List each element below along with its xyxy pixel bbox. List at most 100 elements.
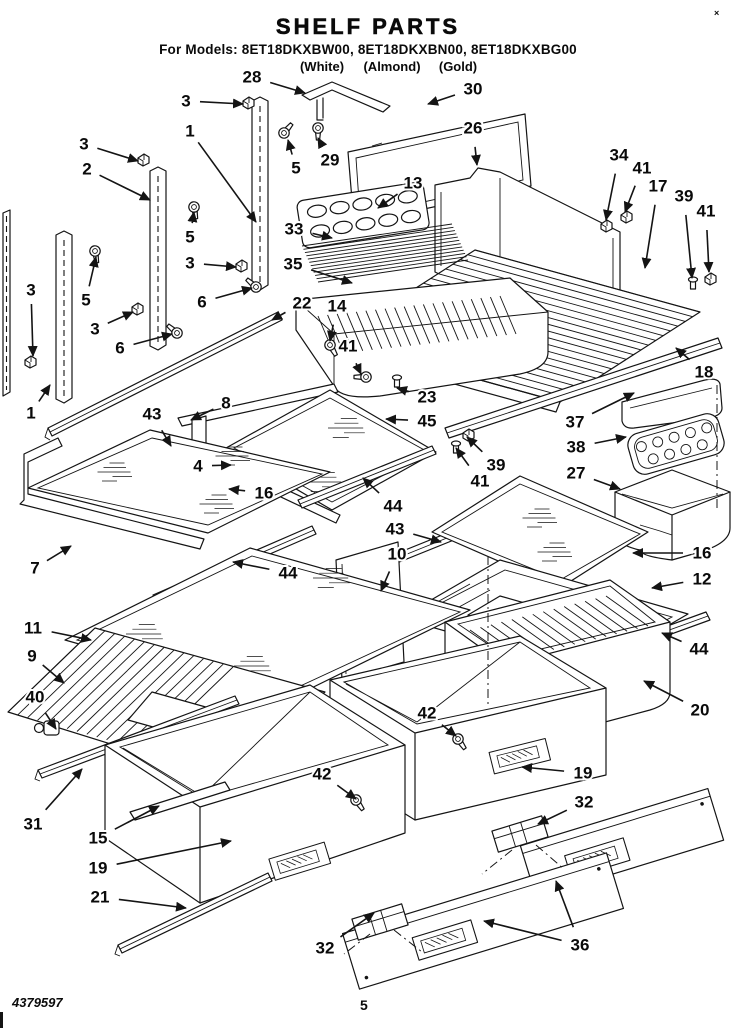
shelf-rail-edge xyxy=(2,209,11,397)
callout-21: 21 xyxy=(89,886,187,912)
svg-text:31: 31 xyxy=(24,815,43,834)
callout-34: 34 xyxy=(603,144,631,221)
doc-number: 4379597 xyxy=(12,995,63,1010)
svg-text:34: 34 xyxy=(610,146,629,165)
callout-6: 6 xyxy=(195,285,253,314)
glass-shelf-middle xyxy=(225,389,437,511)
callout-layer: 3132282953026133335344117394118536353612… xyxy=(22,66,718,960)
svg-text:4: 4 xyxy=(193,457,203,476)
callout-19: 19 xyxy=(87,838,232,880)
svg-text:39: 39 xyxy=(487,456,506,475)
svg-text:3: 3 xyxy=(181,92,190,111)
callout-3: 3 xyxy=(77,133,139,163)
callout-28: 28 xyxy=(241,66,306,95)
svg-text:13: 13 xyxy=(404,174,423,193)
shelf-frame-left xyxy=(19,437,205,550)
svg-text:3: 3 xyxy=(79,135,88,154)
callout-1: 1 xyxy=(183,120,257,223)
svg-text:10: 10 xyxy=(388,545,407,564)
shelf-rail-right xyxy=(251,96,269,291)
callout-14: 14 xyxy=(326,295,349,342)
callout-6: 6 xyxy=(113,331,173,360)
crisper-drawer-left xyxy=(104,684,406,904)
svg-text:44: 44 xyxy=(279,564,298,583)
callout-2: 2 xyxy=(80,158,151,201)
svg-text:15: 15 xyxy=(89,829,108,848)
callout-3: 3 xyxy=(179,90,244,113)
rail-screw xyxy=(276,119,297,141)
callout-43: 43 xyxy=(141,403,172,447)
shelf-frame-rail-back xyxy=(177,383,339,427)
svg-text:41: 41 xyxy=(697,202,716,221)
callout-12: 12 xyxy=(651,568,713,592)
callout-44: 44 xyxy=(661,632,711,661)
callout-36: 36 xyxy=(483,880,591,957)
svg-text:5: 5 xyxy=(81,291,90,310)
svg-text:37: 37 xyxy=(566,413,585,432)
models-line: For Models: 8ET18DKXBW00, 8ET18DKXBN00, … xyxy=(159,42,577,57)
page-number: 5 xyxy=(360,997,368,1013)
trim-bar xyxy=(297,445,437,509)
glass-shelf-left xyxy=(27,429,331,534)
shelf-stud xyxy=(687,276,699,290)
callout-42: 42 xyxy=(311,763,357,800)
callout-41: 41 xyxy=(337,335,362,375)
callout-5: 5 xyxy=(285,139,303,180)
svg-text:42: 42 xyxy=(313,765,332,784)
finish-white: (White) xyxy=(299,59,345,74)
svg-text:20: 20 xyxy=(691,701,710,720)
svg-text:22: 22 xyxy=(293,294,312,313)
shelf-end-clip xyxy=(620,210,633,224)
shelf-rail-left xyxy=(55,230,73,404)
svg-text:18: 18 xyxy=(695,363,714,382)
svg-text:3: 3 xyxy=(185,254,194,273)
svg-text:21: 21 xyxy=(91,888,110,907)
callout-39: 39 xyxy=(673,185,697,279)
ice-tray-grill xyxy=(301,223,469,283)
egg-tray xyxy=(627,413,725,475)
svg-text:12: 12 xyxy=(693,570,712,589)
svg-text:9: 9 xyxy=(27,647,36,666)
callout-41: 41 xyxy=(455,447,491,493)
callout-44: 44 xyxy=(362,477,405,518)
svg-text:44: 44 xyxy=(384,497,403,516)
callout-32: 32 xyxy=(537,791,595,825)
svg-text:6: 6 xyxy=(115,339,124,358)
shelf-trim xyxy=(444,337,723,439)
svg-text:41: 41 xyxy=(471,472,490,491)
shelf-clip xyxy=(24,355,37,369)
callout-38: 38 xyxy=(565,434,627,459)
svg-text:19: 19 xyxy=(89,859,108,878)
callout-35: 35 xyxy=(282,253,353,285)
top-bracket xyxy=(301,81,391,121)
callout-41: 41 xyxy=(695,200,717,273)
svg-text:33: 33 xyxy=(285,220,304,239)
callout-27: 27 xyxy=(565,462,621,491)
callout-39: 39 xyxy=(466,436,507,477)
callout-16: 16 xyxy=(632,542,713,565)
svg-text:1: 1 xyxy=(26,404,35,423)
callout-37: 37 xyxy=(564,392,635,434)
callout-19: 19 xyxy=(521,762,594,785)
svg-text:43: 43 xyxy=(143,405,162,424)
svg-text:32: 32 xyxy=(575,793,594,812)
callout-5: 5 xyxy=(183,211,198,249)
shelf-clip xyxy=(242,96,255,110)
svg-text:32: 32 xyxy=(316,939,335,958)
callout-40: 40 xyxy=(24,686,57,730)
callout-1: 1 xyxy=(24,384,51,425)
callout-32: 32 xyxy=(314,912,375,960)
callout-43: 43 xyxy=(384,518,442,545)
callout-44: 44 xyxy=(232,559,300,585)
callout-3: 3 xyxy=(183,252,237,275)
svg-text:7: 7 xyxy=(30,559,39,578)
rail-screw xyxy=(187,200,202,221)
callout-23: 23 xyxy=(396,386,438,409)
callout-13: 13 xyxy=(377,172,424,209)
callout-22: 22 xyxy=(271,292,313,321)
svg-text:44: 44 xyxy=(690,640,709,659)
svg-text:3: 3 xyxy=(26,281,35,300)
callout-33: 33 xyxy=(283,218,333,241)
